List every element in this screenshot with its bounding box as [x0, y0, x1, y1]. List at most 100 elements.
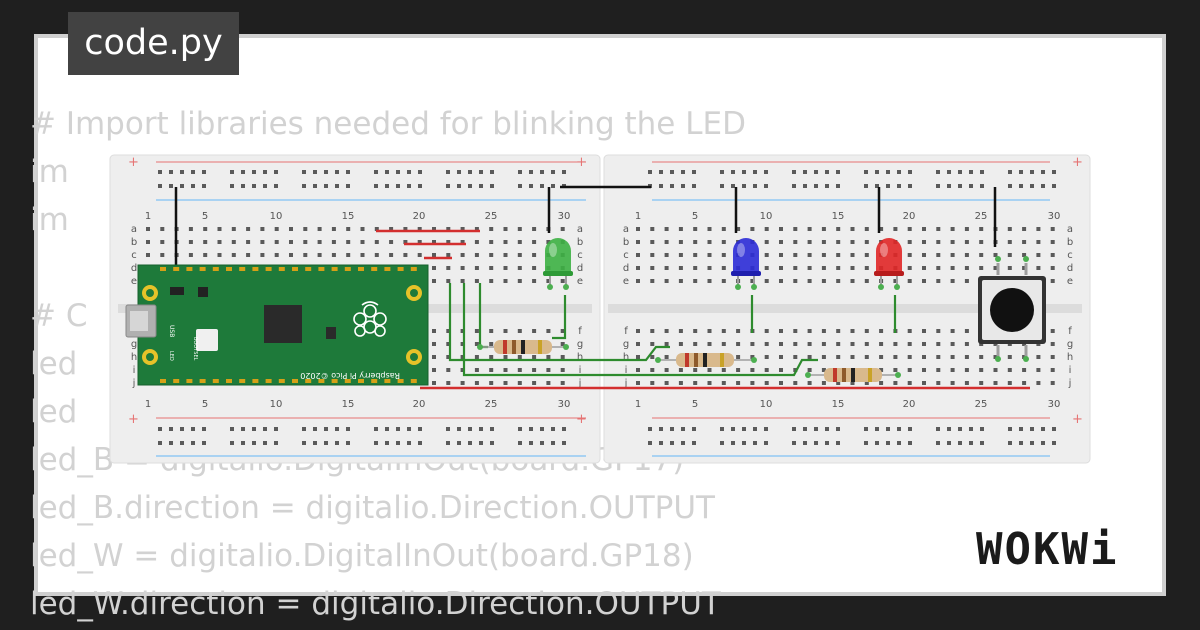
breadboard-hole [274, 240, 279, 244]
breadboard-hole [807, 227, 812, 231]
breadboard-hole [560, 355, 565, 359]
breadboard-hole [191, 170, 195, 174]
breadboard: + + + + + + 1 5 10 15 20 25 30 1 5 10 15… [109, 154, 1091, 464]
breadboard-hole [670, 184, 674, 188]
breadboard-hole [551, 184, 555, 188]
svg-text:d: d [1067, 263, 1073, 274]
rail-plus-sign: + [1072, 412, 1083, 427]
breadboard-hole [636, 227, 640, 231]
breadboard-hole [1030, 170, 1034, 174]
breadboard-hole [432, 279, 436, 283]
svg-text:c: c [623, 250, 629, 261]
breadboard-hole [169, 170, 173, 174]
breadboard-hole [1008, 427, 1012, 431]
breadboard-hole [936, 329, 941, 333]
pico-pin [265, 267, 272, 271]
breadboard-hole [252, 427, 256, 431]
breadboard-hole [474, 355, 479, 359]
led-blue[interactable] [731, 238, 761, 290]
pico-pin [160, 379, 166, 383]
breadboard-hole [636, 381, 640, 385]
breadboard-hole [385, 170, 389, 174]
breadboard-hole [979, 266, 984, 270]
breadboard-hole [532, 240, 537, 244]
breadboard-hole [659, 170, 663, 174]
breadboard-hole [821, 227, 826, 231]
file-tab[interactable]: code.py [68, 12, 239, 75]
svg-text:10: 10 [270, 211, 283, 222]
svg-text:25: 25 [975, 399, 988, 410]
breadboard-hole [875, 441, 879, 445]
power-wires [376, 229, 1030, 390]
breadboard-hole [659, 427, 663, 431]
breadboard-hole [446, 329, 451, 333]
breadboard-hole [814, 427, 818, 431]
breadboard-hole [779, 279, 783, 283]
breadboard-hole [289, 253, 293, 257]
breadboard-hole [489, 253, 494, 257]
pico-pin [278, 267, 285, 271]
breadboard-hole [263, 184, 267, 188]
led-green[interactable] [543, 238, 573, 290]
svg-text:15: 15 [342, 399, 355, 410]
pico-pin [226, 267, 232, 271]
led-red[interactable] [874, 238, 904, 290]
breadboard-hole [836, 342, 841, 346]
breadboard-hole [650, 381, 655, 385]
breadboard-hole [922, 227, 926, 231]
breadboard-hole [1050, 266, 1055, 270]
breadboard-hole [231, 227, 236, 231]
breadboard-hole [489, 355, 494, 359]
breadboard-hole [474, 342, 479, 346]
breadboard-hole [678, 368, 683, 372]
breadboard-hole [721, 342, 726, 346]
breadboard-hole [540, 441, 544, 445]
breadboard-hole [335, 170, 339, 174]
svg-text:h: h [1067, 352, 1073, 363]
breadboard-hole [659, 441, 663, 445]
pico-pin [331, 379, 338, 383]
breadboard-hole [908, 170, 912, 174]
breadboard-hole [950, 381, 955, 385]
breadboard-hole [692, 170, 696, 174]
breadboard-hole [750, 227, 755, 231]
row-letters: a b c d e f g h i j a b c d e f g h i j … [131, 224, 1073, 389]
breadboard-hole [969, 170, 973, 174]
svg-text:j: j [132, 378, 136, 389]
breadboard-hole [230, 441, 234, 445]
breadboard-hole [836, 355, 841, 359]
breadboard-hole [1036, 227, 1041, 231]
breadboard-hole [650, 355, 655, 359]
breadboard-hole [335, 184, 339, 188]
breadboard-hole [693, 342, 698, 346]
svg-text:i: i [1069, 365, 1072, 376]
breadboard-hole [503, 329, 508, 333]
breadboard-hole [489, 368, 494, 372]
breadboard-hole [664, 253, 669, 257]
breadboard-hole [1030, 184, 1034, 188]
breadboard-hole [396, 441, 400, 445]
breadboard-hole [825, 184, 829, 188]
breadboard-hole [331, 227, 336, 231]
breadboard-hole [879, 355, 884, 359]
breadboard-hole [407, 170, 411, 174]
breadboard-hole [1022, 253, 1027, 257]
breadboard-hole [169, 184, 173, 188]
breadboard-hole [146, 253, 150, 257]
breadboard-hole [836, 279, 841, 283]
breadboard-hole [432, 227, 436, 231]
pico-pin [397, 267, 404, 271]
bootsel-button[interactable] [196, 329, 218, 351]
breadboard-hole [864, 427, 868, 431]
svg-text:e: e [1067, 276, 1073, 287]
breadboard-hole [274, 170, 278, 174]
breadboard-hole [432, 355, 436, 359]
svg-text:g: g [623, 339, 629, 350]
breadboard-hole [793, 240, 798, 244]
svg-text:10: 10 [760, 211, 773, 222]
breadboard-hole [418, 170, 422, 174]
raspberry-pi-pico[interactable]: Raspberry Pi Pico ©2020 USB BOOTSEL LED [125, 264, 429, 386]
breadboard-hole [693, 329, 698, 333]
pushbutton[interactable] [978, 256, 1046, 362]
svg-text:e: e [623, 276, 629, 287]
